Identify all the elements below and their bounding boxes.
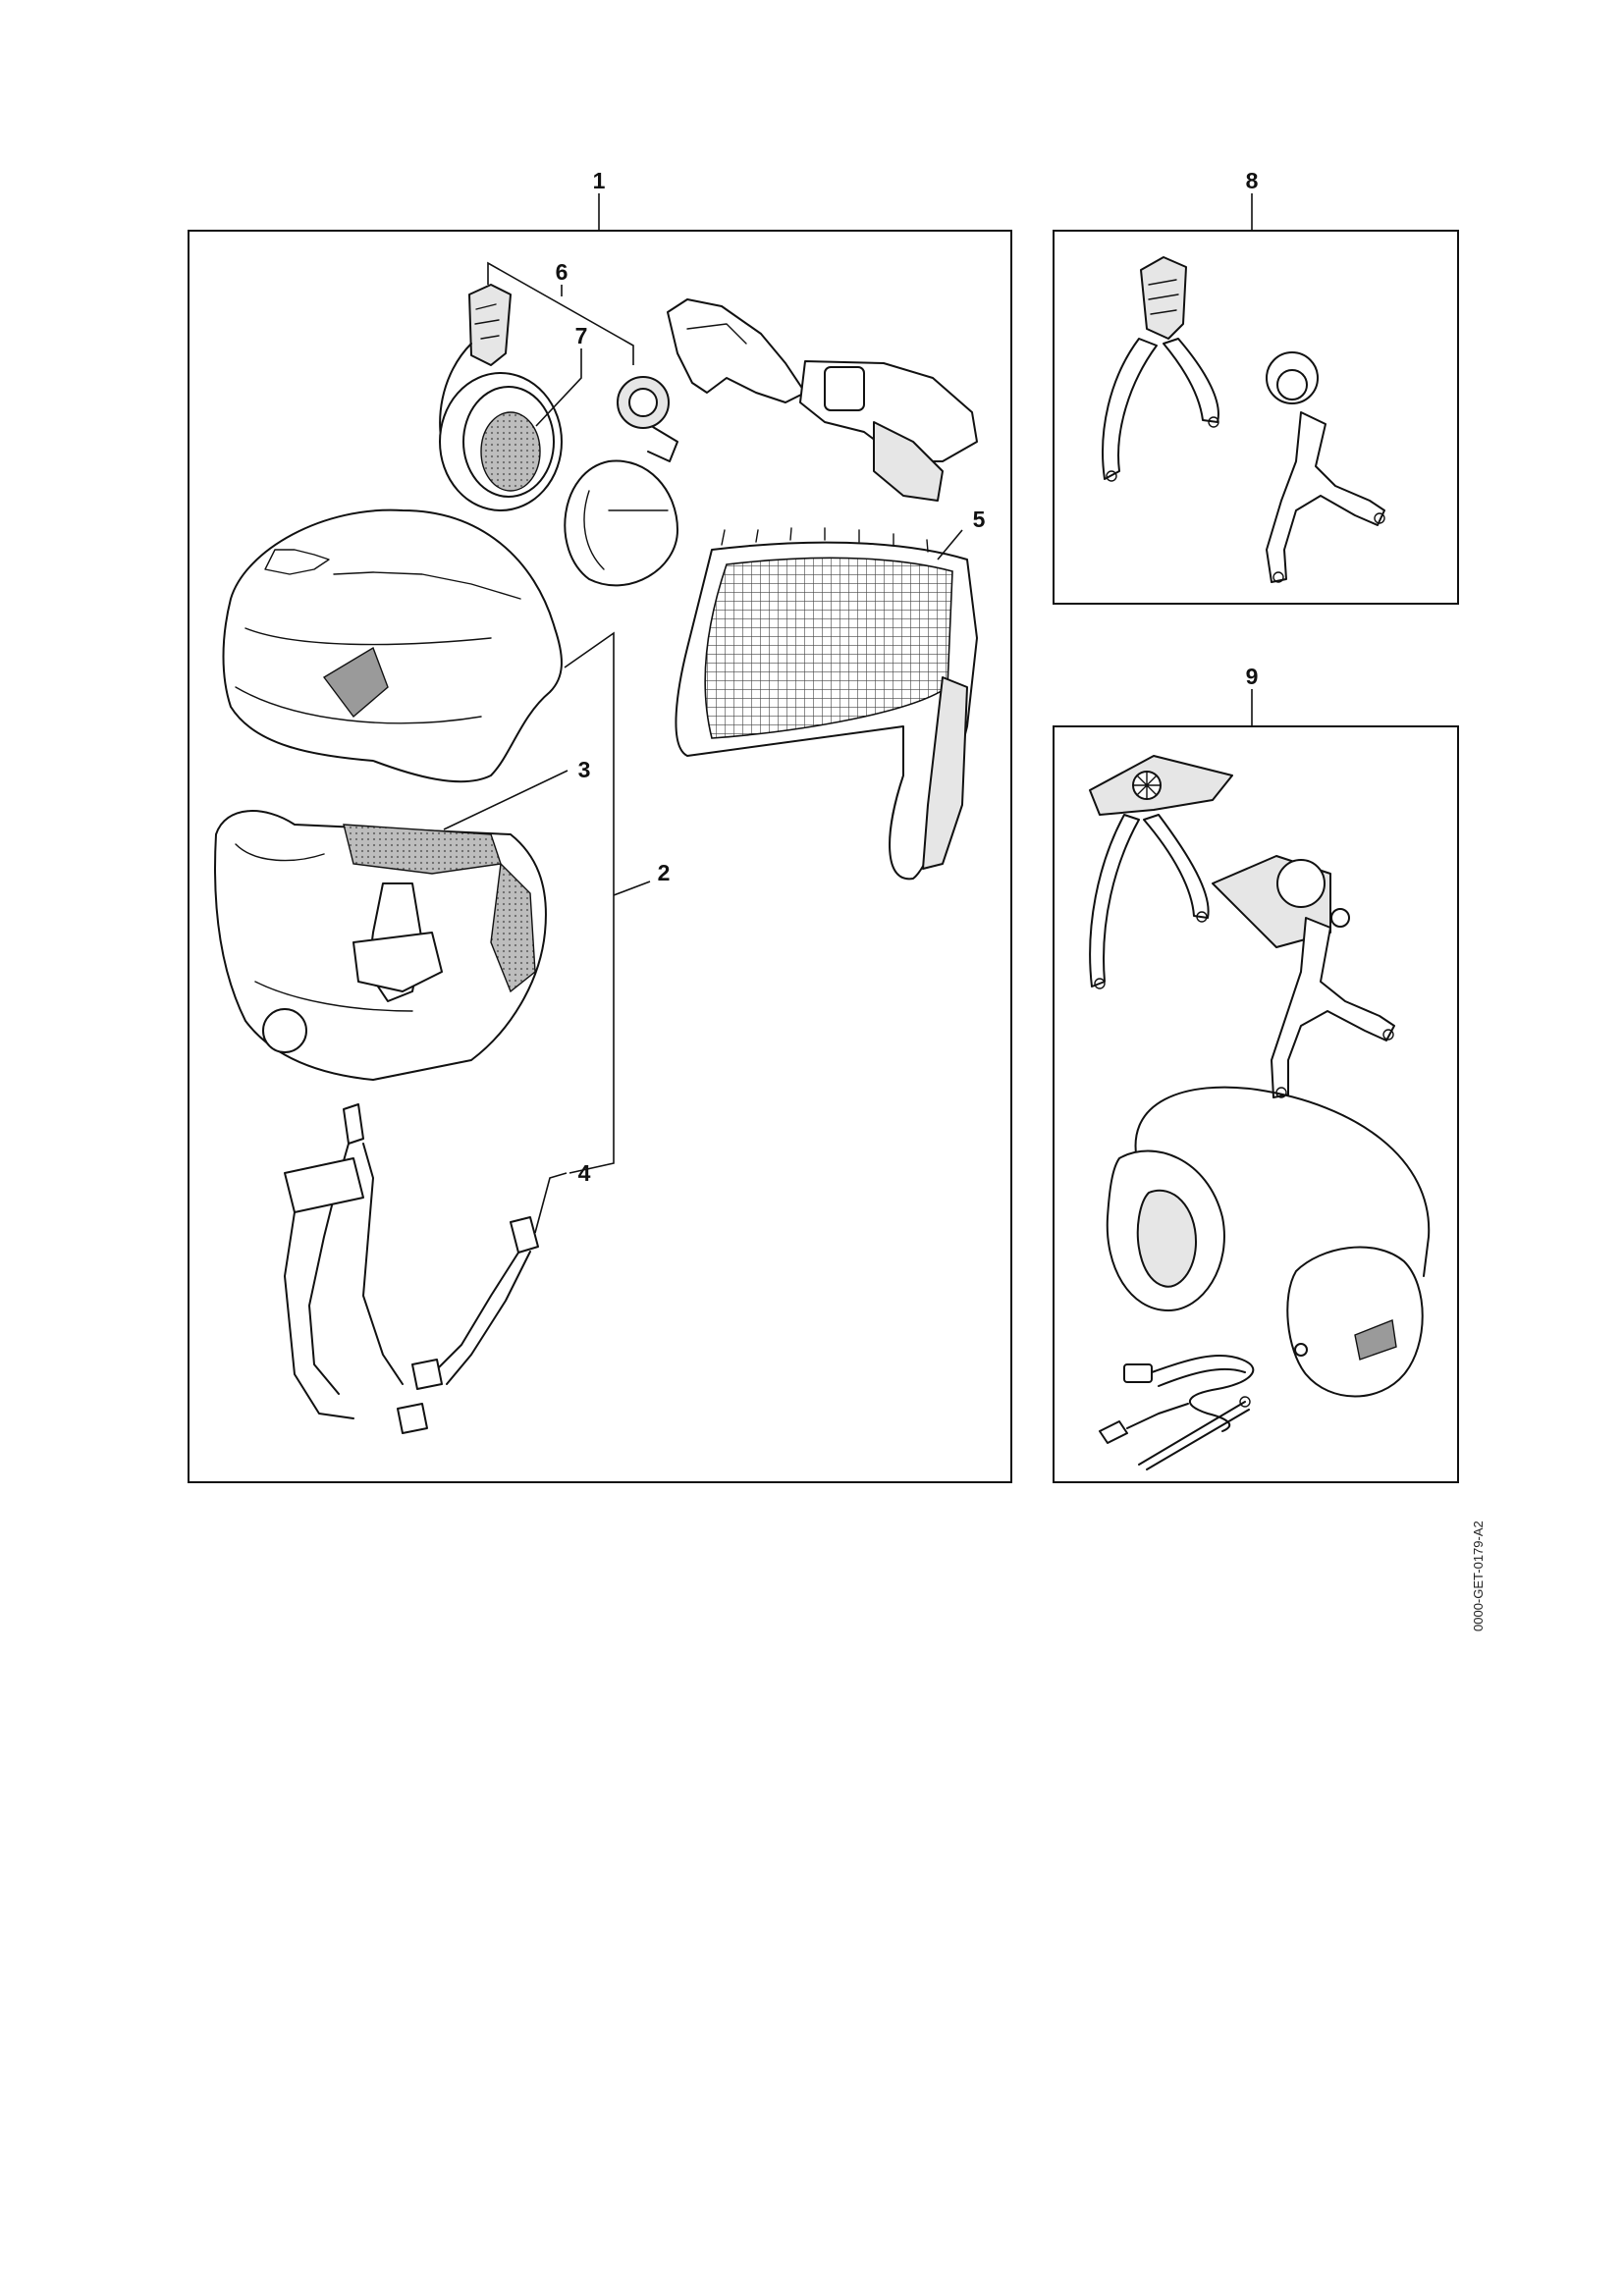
panel-ear-muff-brackets: 8 (1053, 168, 1459, 605)
callout-6-bracket (487, 261, 634, 365)
ear-cushion (480, 411, 541, 492)
callout-4: 4 (578, 1160, 591, 1186)
callout-3-leader (443, 770, 568, 830)
mesh-visor (675, 527, 978, 881)
helmet-shell (222, 508, 563, 783)
visor-holder (667, 298, 978, 502)
ear-muff-left (439, 284, 563, 511)
bt-headset (1106, 1086, 1431, 1398)
helmet-harness (214, 810, 547, 1081)
chin-strap (284, 1103, 539, 1434)
callout-6: 6 (556, 259, 568, 285)
callout-3: 3 (578, 757, 591, 782)
ear-muff-right (564, 376, 678, 587)
callout-7-leader (535, 348, 582, 427)
bracket-arm-right (1266, 351, 1385, 583)
callout-2-bracket (564, 631, 615, 1174)
bt-bracket-right (1212, 855, 1395, 1098)
callout-4-leader (534, 1172, 568, 1234)
bracket-arm-left (1102, 256, 1219, 482)
bt-bracket-left (1089, 755, 1233, 989)
callout-5-leader (937, 529, 963, 561)
panel-9-frame (1053, 725, 1459, 1483)
panel-helmet-set: 1 6 7 (188, 168, 1012, 1483)
document-reference: 0000-GET-0179-A2 (1471, 1521, 1486, 1631)
charging-cable (1099, 1354, 1255, 1470)
callout-9: 9 (1246, 664, 1259, 689)
callout-2-leader (613, 881, 651, 896)
callout-1: 1 (593, 168, 606, 193)
callout-8: 8 (1246, 168, 1259, 193)
callout-2: 2 (658, 860, 671, 885)
callout-7: 7 (575, 323, 588, 348)
callout-5: 5 (973, 507, 986, 532)
panel-1-frame (188, 230, 1012, 1483)
panel-bluetooth-kit: 9 (1053, 664, 1459, 1483)
panel-8-frame (1053, 230, 1459, 605)
